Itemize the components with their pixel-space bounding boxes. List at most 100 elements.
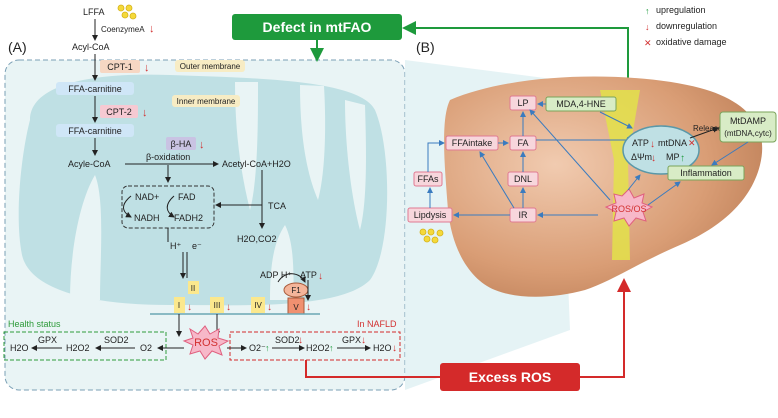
cpt1-box [100,60,140,73]
ffa-intake: FFAintake [452,138,493,148]
in-nafld: In NAFLD [357,319,397,329]
complex-iv-box [251,297,265,313]
excess-ros-label: Excess ROS [469,369,552,385]
nafld-h2o2: H2O2 [306,343,330,353]
acyl-coa: Acyl-CoA [72,42,110,52]
nadh: NADH [134,213,160,223]
nafld-h2o2-up: ↑ [329,343,334,353]
nafld-box [229,331,401,361]
ffa-carnitine-2: FFA-carnitine [68,126,122,136]
legend-down-icon: ↓ [645,22,650,32]
legend-ox: oxidative damage [656,37,727,47]
ros: ROS [194,337,218,349]
atp-down: ↓ [318,271,323,282]
excess-ros-banner [440,363,580,391]
complex-i: I [178,301,180,310]
ffas: FFAs [417,174,439,184]
nad: NAD+ [135,192,159,202]
outer-membrane-tag [175,60,245,72]
nafld-sod2: SOD2 [275,335,300,345]
nafld-gpx: GPX [342,335,361,345]
mito-atp-down: ↓ [650,139,655,150]
mito-atp: ATP [632,138,649,148]
defect-banner-label: Defect in mtFAO [263,19,372,35]
health-h2o: H2O [10,343,29,353]
coenzyme-dots [117,4,137,20]
cpt2-box [100,105,138,118]
complex-v: V [293,303,299,312]
mito-mp: MP [666,152,680,162]
ir: IR [519,210,529,220]
nafld-o2: O2⁻ [249,343,266,353]
acyle-coa: Acyle-CoA [68,159,111,169]
complex-v-down: ↓ [306,302,311,313]
complex-ii-box [188,281,199,294]
inner-membrane-tag [172,95,240,107]
lp-box [509,95,537,111]
f1: F1 [291,286,301,295]
cristae [70,82,366,300]
fad: FAD [178,192,196,202]
cpt1: CPT-1 [107,62,133,72]
panel-b-label: (B) [416,39,435,55]
beta-ha-box [166,137,196,150]
mito-delta-psi: ΔΨm [631,152,652,162]
health-status: Health status [8,319,61,329]
atp: ATP [300,270,317,280]
panel-a-label: (A) [8,39,27,55]
acetyl-coa: Acetyl-CoA+H2O [222,159,291,169]
nafld-gpx-down: ↓ [361,335,366,346]
beta-ha-down: ↓ [199,139,205,151]
mtdamp: MtDAMP [730,116,766,126]
fa: FA [517,138,528,148]
cpt2: CPT-2 [106,107,132,117]
ros-os: ROS/OS [611,204,646,214]
legend-up-icon: ↑ [645,6,650,16]
fadh2: FADH2 [174,213,203,223]
health-gpx: GPX [38,335,57,345]
complex-ii: II [191,284,195,293]
release: Release [693,124,723,133]
complex-i-down: ↓ [187,302,192,313]
coenzyme-down: ↓ [149,23,155,35]
legend-down: downregulation [656,21,717,31]
health-box [3,331,167,361]
outer-membrane: Outer membrane [180,62,241,71]
lipdysis: Lipdysis [414,210,447,220]
lp: LP [517,98,528,108]
mtdamp-sub: (mtDNA,cytc) [724,129,772,138]
cpt1-down: ↓ [144,62,150,74]
ros-star [182,325,230,360]
ffa-carnitine-2-box [56,124,134,137]
legend-x-icon: ✕ [644,38,652,48]
health-h2o2: H2O2 [66,343,90,353]
mito-mtdna: mtDNA [658,138,687,148]
complex-iii-down: ↓ [226,302,231,313]
ffa-carnitine-1-box [56,82,134,95]
defect-banner [232,14,402,40]
complex-iii: III [214,301,221,310]
ros-os-star [604,188,654,227]
mito-delta-down: ↓ [651,153,656,164]
complex-iv: IV [254,301,262,310]
h2o-co2: H2O,CO2 [237,234,277,244]
nafld-h2o: H2O [373,343,392,353]
ffa-carnitine-1: FFA-carnitine [68,84,122,94]
health-o2: O2 [140,343,152,353]
coenzyme: CoenzymeA [101,25,145,34]
e-minus: e⁻ [192,241,202,251]
liver-mito [622,125,700,175]
tca: TCA [268,201,286,211]
adp: ADP H⁺ [260,270,292,280]
inner-membrane: Inner membrane [177,97,236,106]
complex-iii-box [210,297,224,313]
complex-iv-down: ↓ [267,302,272,313]
h-plus: H⁺ [170,241,181,251]
beta-ha: β-HA [171,139,192,149]
cpt2-down: ↓ [142,107,148,119]
nafld-h2o-down: ↓ [392,343,397,354]
vessel [600,90,640,260]
nafld-sod2-down: ↓ [298,335,303,346]
lffa: LFFA [83,7,105,17]
